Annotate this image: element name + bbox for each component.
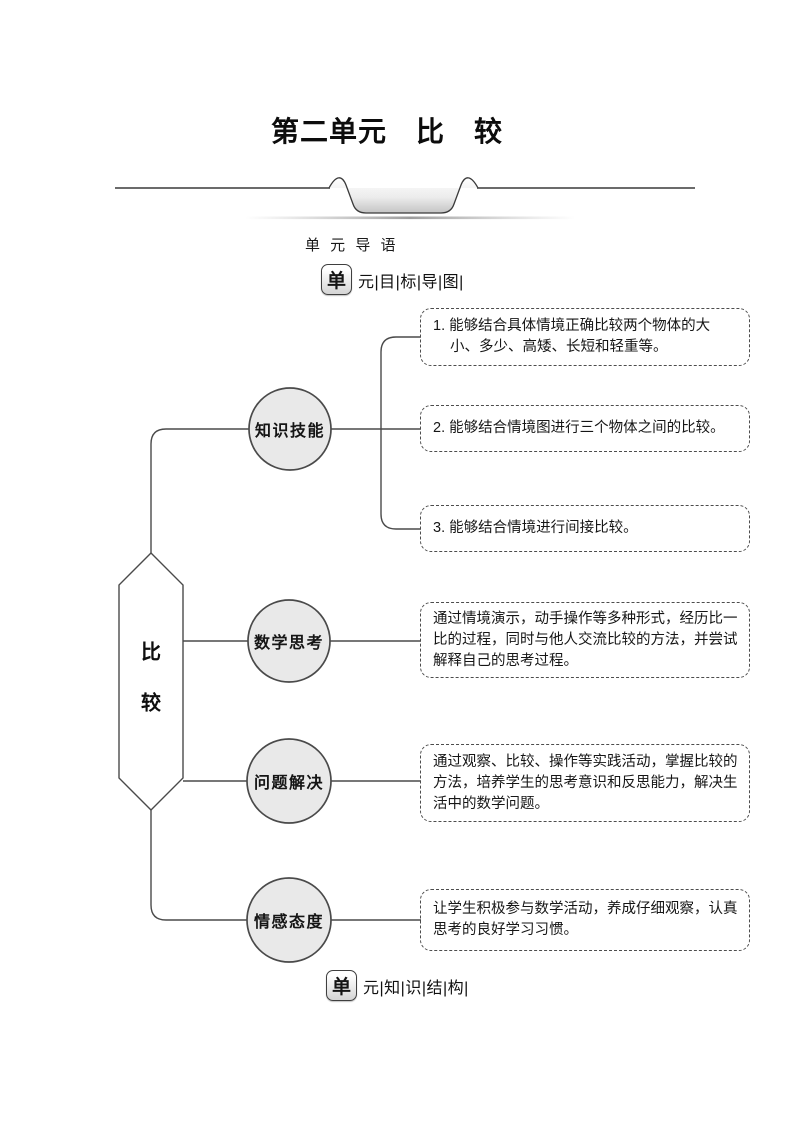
goal-box-problem-solving: 通过观察、比较、操作等实践活动，掌握比较的方法，培养学生的思考意识和反思能力，解… xyxy=(420,744,750,822)
banner-unit-knowledge-structure-label: 元|知|识|结|构| xyxy=(363,979,469,997)
unit-badge-bottom: 单 xyxy=(326,970,357,1001)
banner-unit-goal-map-label: 元|目|标|导|图| xyxy=(358,273,464,291)
node-problem-solving xyxy=(246,738,332,824)
goal-text-1: 1. 能够结合具体情境正确比较两个物体的大小、多少、高矮、长短和轻重等。 xyxy=(433,318,711,355)
root-node-hexagon xyxy=(118,552,184,811)
node-label-math-thinking: 数学思考 xyxy=(253,635,325,652)
goal-text-math-thinking: 通过情境演示，动手操作等多种形式，经历比一比的过程，同时与他人交流比较的方法，并… xyxy=(433,610,738,669)
node-knowledge-skills xyxy=(248,387,332,471)
page-title: 第二单元 比 较 xyxy=(271,116,504,147)
goal-box-affect-attitude: 让学生积极参与数学活动，养成仔细观察，认真思考的良好学习习惯。 xyxy=(420,889,750,951)
banner-unit-goal-map: 单 元|目|标|导|图| xyxy=(321,264,464,295)
goal-text-3: 3. 能够结合情境进行间接比较。 xyxy=(433,520,638,536)
node-label-knowledge-skills: 知识技能 xyxy=(254,423,326,440)
banner-unit-knowledge-structure: 单 元|知|识|结|构| xyxy=(326,970,469,1001)
goal-text-2: 2. 能够结合情境图进行三个物体之间的比较。 xyxy=(433,420,725,436)
goal-text-affect-attitude: 让学生积极参与数学活动，养成仔细观察，认真思考的良好学习习惯。 xyxy=(433,901,738,938)
goal-box-1: 1. 能够结合具体情境正确比较两个物体的大小、多少、高矮、长短和轻重等。 xyxy=(420,308,750,366)
root-label-char-1: 比 xyxy=(141,641,161,664)
goal-text-problem-solving: 通过观察、比较、操作等实践活动，掌握比较的方法，培养学生的思考意识和反思能力，解… xyxy=(433,753,738,812)
connector-lines xyxy=(150,336,421,921)
goal-box-math-thinking: 通过情境演示，动手操作等多种形式，经历比一比的过程，同时与他人交流比较的方法，并… xyxy=(420,602,750,678)
root-label-char-2: 较 xyxy=(141,692,161,715)
goal-box-2: 2. 能够结合情境图进行三个物体之间的比较。 xyxy=(420,405,750,452)
goal-box-3: 3. 能够结合情境进行间接比较。 xyxy=(420,505,750,552)
node-affect-attitude xyxy=(246,877,332,963)
node-label-problem-solving: 问题解决 xyxy=(253,775,325,792)
node-math-thinking xyxy=(247,599,331,683)
unit-intro-label: 单 元 导 语 xyxy=(305,237,399,254)
unit-badge: 单 xyxy=(321,264,352,295)
node-label-affect-attitude: 情感态度 xyxy=(253,914,325,931)
section-divider-ornament xyxy=(115,177,695,220)
